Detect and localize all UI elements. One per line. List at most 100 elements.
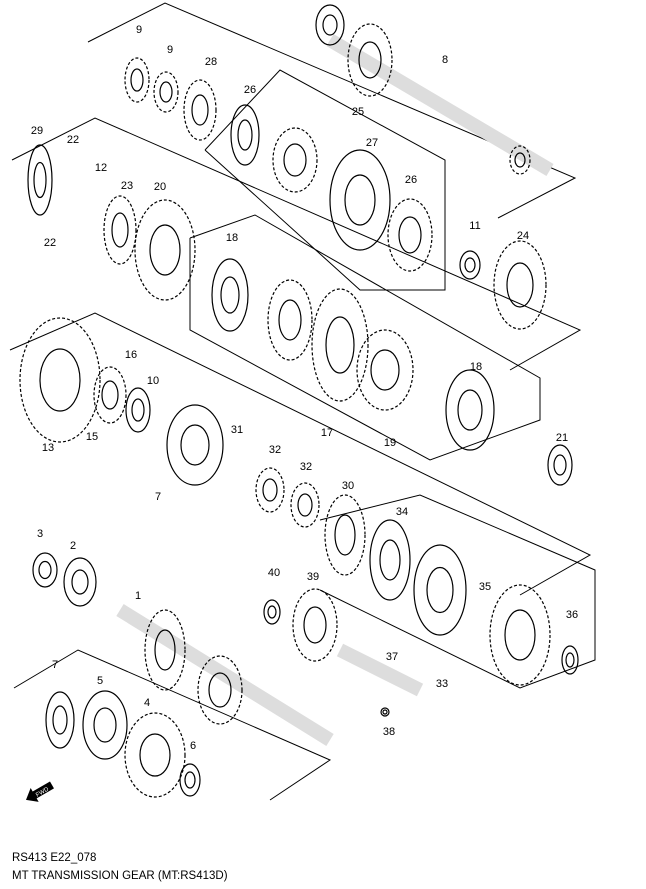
part-label-17: 17	[321, 427, 333, 439]
part-label-3: 3	[37, 528, 43, 540]
part-label-18: 18	[470, 361, 482, 373]
outline-sync-mid	[189, 214, 541, 461]
part-bore	[154, 629, 176, 671]
ring-part	[211, 258, 249, 332]
ring-part	[230, 104, 260, 166]
part-bore	[457, 389, 483, 431]
ring-part	[179, 763, 201, 797]
ring-part	[329, 149, 391, 251]
part-bore	[283, 143, 307, 177]
part-bore	[506, 262, 534, 308]
ring-part	[413, 544, 467, 636]
parts-group	[19, 4, 579, 798]
gear-part	[489, 584, 551, 686]
part-bore	[191, 94, 209, 126]
ring-part	[459, 250, 481, 280]
part-bore	[149, 224, 181, 276]
part-label-18: 18	[226, 232, 238, 244]
part-label-9: 9	[136, 24, 142, 36]
part-label-38: 38	[383, 726, 395, 738]
part-label-28: 28	[205, 56, 217, 68]
outline-upper-shaft	[87, 2, 577, 219]
part-label-22: 22	[44, 237, 56, 249]
part-label-4: 4	[144, 697, 150, 709]
part-bore	[184, 771, 196, 789]
part-label-20: 20	[154, 181, 166, 193]
part-bore	[33, 161, 47, 199]
part-bore	[93, 707, 117, 743]
gear-part	[292, 588, 338, 662]
part-label-26: 26	[244, 84, 256, 96]
part-label-34: 34	[396, 506, 408, 518]
part-label-39: 39	[307, 571, 319, 583]
part-bore	[370, 349, 400, 391]
part-label-21: 21	[556, 432, 568, 444]
gear-part	[124, 712, 186, 798]
part-label-6: 6	[190, 740, 196, 752]
part-bore	[267, 605, 277, 619]
part-bore	[220, 276, 240, 314]
outline-bottom	[13, 649, 332, 801]
ring-part	[380, 707, 390, 717]
gear-part	[183, 79, 217, 141]
part-label-36: 36	[566, 609, 578, 621]
part-label-5: 5	[97, 675, 103, 687]
part-bore	[322, 14, 338, 36]
part-label-23: 23	[121, 180, 133, 192]
ring-part	[63, 557, 97, 607]
part-label-29: 29	[31, 125, 43, 137]
part-label-24: 24	[517, 230, 529, 242]
part-label-12: 12	[95, 162, 107, 174]
part-bore	[379, 539, 401, 581]
outline-main-shaft	[9, 312, 592, 596]
outline-counter-shaft	[11, 117, 582, 371]
diagram-title: MT TRANSMISSION GEAR (MT:RS413D)	[12, 870, 228, 882]
part-bore	[101, 380, 119, 410]
group-outlines	[9, 2, 596, 801]
part-bore	[464, 257, 476, 273]
gear-part	[324, 494, 366, 576]
part-label-1: 1	[135, 590, 141, 602]
part-label-15: 15	[86, 431, 98, 443]
part-label-16: 16	[125, 349, 137, 361]
gear-part	[144, 609, 186, 691]
part-bore	[130, 68, 144, 92]
part-label-7: 7	[52, 659, 58, 671]
gear-part	[124, 57, 150, 103]
gear-part	[134, 199, 196, 301]
part-bore	[208, 672, 232, 708]
gear-part	[19, 317, 101, 443]
ring-part	[547, 444, 573, 486]
part-label-10: 10	[147, 375, 159, 387]
ring-part	[125, 387, 151, 433]
part-bore	[504, 609, 536, 661]
ring-part	[561, 645, 579, 675]
part-label-26: 26	[405, 174, 417, 186]
gear-part	[347, 23, 393, 97]
part-label-2: 2	[70, 540, 76, 552]
part-label-35: 35	[479, 581, 491, 593]
part-bore	[382, 709, 388, 715]
gear-part	[356, 329, 414, 411]
part-bore	[514, 152, 526, 168]
gear-part	[255, 467, 285, 513]
part-label-13: 13	[42, 442, 54, 454]
part-label-11: 11	[469, 220, 480, 232]
part-label-40: 40	[268, 567, 280, 579]
gear-part	[103, 195, 137, 265]
gear-part	[197, 655, 243, 725]
part-label-32: 32	[269, 444, 281, 456]
part-bore	[159, 81, 173, 103]
part-label-33: 33	[436, 678, 448, 690]
gear-part	[267, 279, 313, 361]
part-bore	[398, 216, 422, 254]
gear-part	[290, 482, 320, 528]
part-bore	[131, 398, 145, 422]
gear-part	[153, 71, 179, 113]
part-label-19: 19	[384, 437, 396, 449]
part-label-25: 25	[352, 106, 364, 118]
gear-part	[387, 198, 433, 272]
part-bore	[358, 41, 382, 79]
